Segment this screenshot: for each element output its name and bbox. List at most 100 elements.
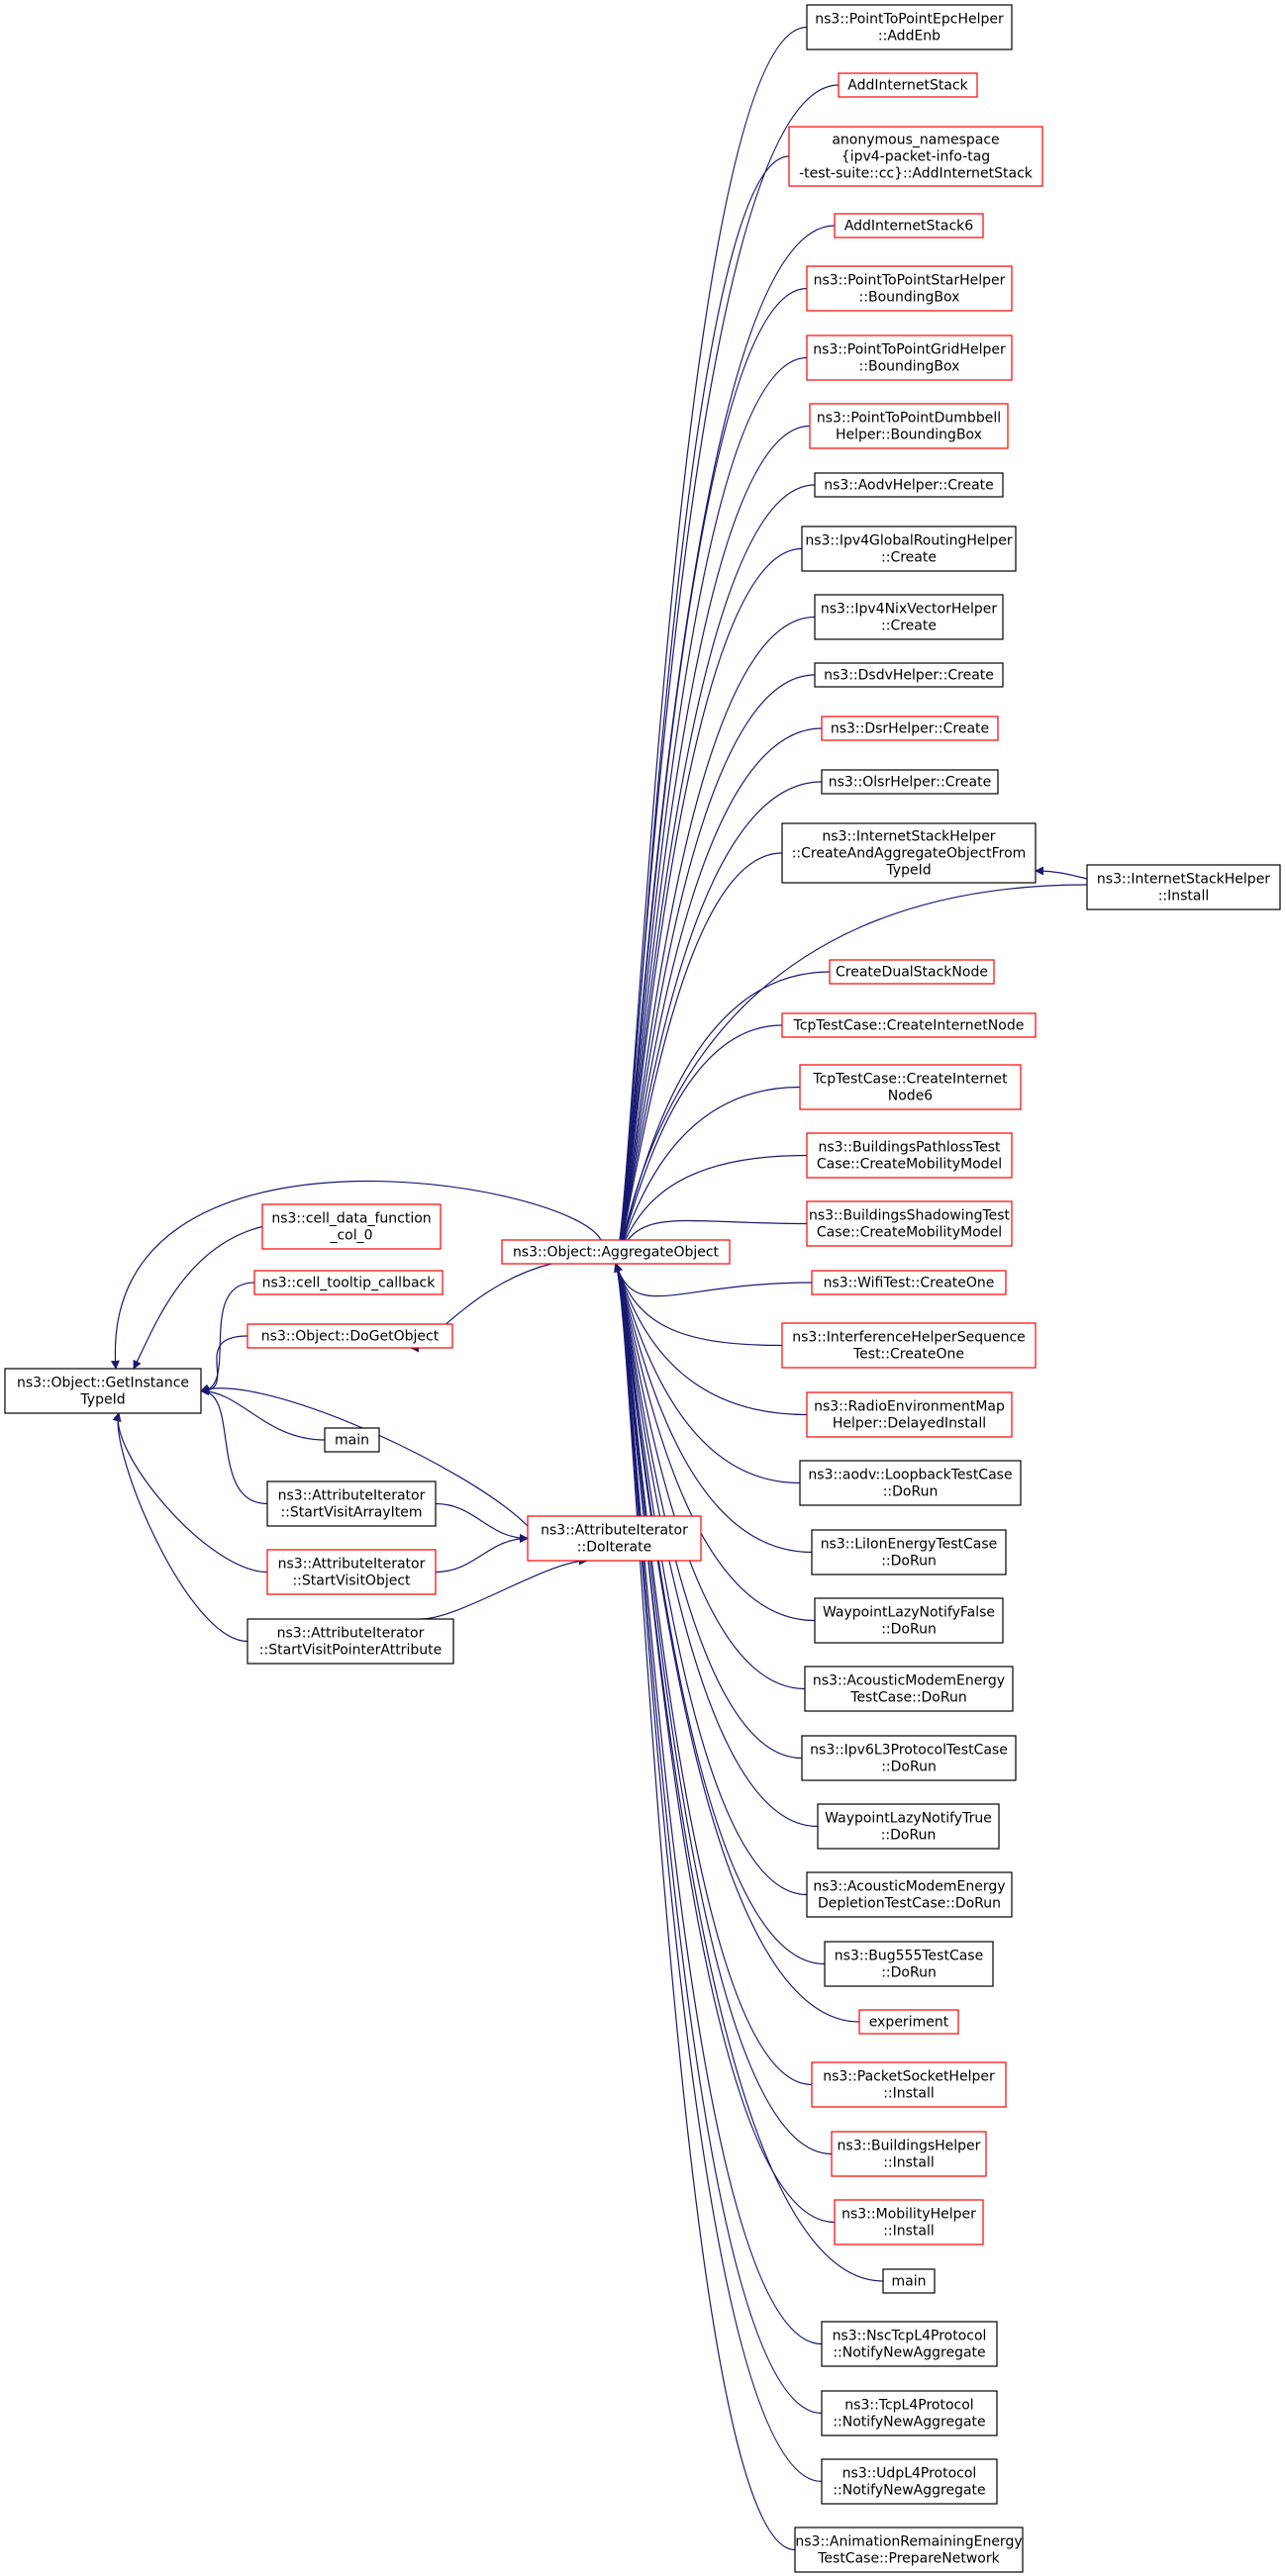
node-dogetobj[interactable]: ns3::Object::DoGetObject xyxy=(247,1323,453,1349)
node-bug555[interactable]: ns3::Bug555TestCase::DoRun xyxy=(824,1941,994,1987)
node-box xyxy=(821,769,999,795)
node-box xyxy=(809,403,1009,449)
node-animprep[interactable]: ns3::AnimationRemainingEnergyTestCase::P… xyxy=(794,2527,1024,2573)
node-acdepl[interactable]: ns3::AcousticModemEnergyDepletionTestCas… xyxy=(806,1871,1013,1918)
node-label-line: CreateDualStackNode xyxy=(836,965,988,981)
node-label-line: ns3::PacketSocketHelper xyxy=(823,2069,995,2085)
node-label-line: TcpTestCase::CreateInternet xyxy=(812,1072,1008,1088)
edge-startptr-to-doiterate xyxy=(420,1556,588,1620)
node-label-line: ns3::Object::DoGetObject xyxy=(261,1329,440,1345)
node-dsdv[interactable]: ns3::DsdvHelper::Create xyxy=(814,662,1004,688)
node-wpltrue[interactable]: WaypointLazyNotifyTrue::DoRun xyxy=(817,1803,1000,1850)
node-udpl4[interactable]: ns3::UdpL4Protocol::NotifyNewAggregate xyxy=(821,2458,998,2505)
node-label-line: ns3::InterferenceHelperSequence xyxy=(792,1330,1026,1346)
node-liion[interactable]: ns3::LiIonEnergyTestCase::DoRun xyxy=(811,1529,1007,1575)
node-label-line: ns3::AcousticModemEnergy xyxy=(813,1879,1005,1895)
node-label-line: ns3::DsdvHelper::Create xyxy=(824,668,994,684)
edge-radioenv-to-aggregate xyxy=(614,1263,808,1416)
node-tcpl4[interactable]: ns3::TcpL4Protocol::NotifyNewAggregate xyxy=(821,2390,998,2436)
node-ishinstall[interactable]: ns3::InternetStackHelper::Install xyxy=(1086,864,1281,910)
node-startptr[interactable]: ns3::AttributeIterator::StartVisitPointe… xyxy=(247,1618,454,1665)
edge-celldata-to-getinst xyxy=(133,1225,263,1370)
node-doiterate[interactable]: ns3::AttributeIterator::DoIterate xyxy=(527,1515,702,1562)
node-ipv4global[interactable]: ns3::Ipv4GlobalRoutingHelper::Create xyxy=(801,525,1017,572)
node-mainright[interactable]: main xyxy=(882,2268,936,2294)
node-label-line: ::NotifyNewAggregate xyxy=(833,2345,985,2361)
node-label-line: ns3::AttributeIterator xyxy=(278,1488,426,1504)
edge-startarray-to-getinst xyxy=(200,1386,268,1505)
node-starbb[interactable]: ns3::PointToPointStarHelper::BoundingBox xyxy=(806,265,1013,312)
node-mainleft[interactable]: main xyxy=(324,1427,380,1453)
node-wplfalse[interactable]: WaypointLazyNotifyFalse::DoRun xyxy=(814,1597,1004,1644)
node-addenb[interactable]: ns3::PointToPointEpcHelper::AddEnb xyxy=(806,4,1013,50)
node-label-line: ns3::Object::GetInstance xyxy=(17,1376,189,1391)
node-label-line: ns3::cell_data_function xyxy=(271,1211,431,1227)
node-label-line: ::BoundingBox xyxy=(859,359,960,375)
edge-acoustic-to-aggregate xyxy=(614,1263,806,1690)
node-label-line: ::Install xyxy=(883,2224,935,2240)
node-addstack[interactable]: AddInternetStack xyxy=(838,72,978,98)
node-box xyxy=(811,2061,1007,2108)
edge-tcpnode6-to-aggregate xyxy=(614,1086,801,1265)
node-tcpnode[interactable]: TcpTestCase::CreateInternetNode xyxy=(781,1012,1037,1038)
edge-animprep-to-aggregate xyxy=(614,1263,796,2551)
node-aodvcreate[interactable]: ns3::AodvHelper::Create xyxy=(814,472,1004,498)
node-pktsock[interactable]: ns3::PacketSocketHelper::Install xyxy=(811,2061,1007,2108)
edge-pktsock-to-aggregate xyxy=(614,1263,813,2086)
node-label-line: TestCase::DoRun xyxy=(849,1690,966,1706)
node-label-line: ns3::BuildingsPathlossTest xyxy=(819,1140,1001,1156)
edge-wpltrue-to-aggregate xyxy=(614,1263,819,1828)
node-aodvloop[interactable]: ns3::aodv::LoopbackTestCase::DoRun xyxy=(799,1460,1022,1506)
node-bshadow[interactable]: ns3::BuildingsShadowingTestCase::CreateM… xyxy=(806,1200,1013,1247)
node-ipv6l3[interactable]: ns3::Ipv6L3ProtocolTestCase::DoRun xyxy=(801,1735,1017,1781)
node-label-line: _col_0 xyxy=(329,1228,372,1244)
node-label-line: ::AddEnb xyxy=(878,29,940,45)
edge-aggregate-to-getinst xyxy=(110,1180,602,1370)
node-gridbb[interactable]: ns3::PointToPointGridHelper::BoundingBox xyxy=(806,334,1013,381)
node-addstack6[interactable]: AddInternetStack6 xyxy=(834,213,984,239)
node-celldata[interactable]: ns3::cell_data_function_col_0 xyxy=(261,1203,442,1250)
node-label-line: ns3::AodvHelper::Create xyxy=(824,478,994,494)
node-startobj[interactable]: ns3::AttributeIterator::StartVisitObject xyxy=(266,1549,437,1595)
node-olsr[interactable]: ns3::OlsrHelper::Create xyxy=(821,769,999,795)
node-dualstack[interactable]: CreateDualStackNode xyxy=(829,959,995,985)
node-label-line: ::NotifyNewAggregate xyxy=(833,2415,985,2431)
node-label-line: WaypointLazyNotifyTrue xyxy=(825,1811,992,1827)
edge-mainleft-to-getinst xyxy=(200,1386,326,1441)
node-box xyxy=(829,959,995,985)
edges-layer xyxy=(110,26,1088,2551)
node-celltip[interactable]: ns3::cell_tooltip_callback xyxy=(253,1270,444,1295)
node-wifitest[interactable]: ns3::WifiTest::CreateOne xyxy=(811,1270,1007,1295)
edge-startptr-to-getinst xyxy=(112,1412,248,1643)
node-label-line: Node6 xyxy=(888,1089,934,1104)
node-label-line: TypeId xyxy=(79,1392,125,1408)
node-label-line: ns3::PointToPointDumbbell xyxy=(817,411,1001,427)
node-label-line: ns3::PointToPointEpcHelper xyxy=(815,12,1004,28)
node-nsctcp[interactable]: ns3::NscTcpL4Protocol::NotifyNewAggregat… xyxy=(821,2321,998,2367)
node-createagg[interactable]: ns3::InternetStackHelper::CreateAndAggre… xyxy=(781,822,1037,884)
node-label-line: ns3::PointToPointGridHelper xyxy=(813,342,1006,358)
node-label-line: ns3::RadioEnvironmentMap xyxy=(814,1399,1005,1415)
node-interf[interactable]: ns3::InterferenceHelperSequenceTest::Cre… xyxy=(781,1322,1037,1369)
node-box xyxy=(814,594,1004,640)
node-bpathloss[interactable]: ns3::BuildingsPathlossTestCase::CreateMo… xyxy=(806,1132,1013,1179)
node-experiment[interactable]: experiment xyxy=(858,2009,959,2035)
node-radioenv[interactable]: ns3::RadioEnvironmentMapHelper::DelayedI… xyxy=(806,1391,1013,1438)
node-anonstack[interactable]: anonymous_namespace{ipv4-packet-info-tag… xyxy=(788,126,1043,187)
node-box xyxy=(261,1203,442,1250)
node-dsr[interactable]: ns3::DsrHelper::Create xyxy=(821,716,999,741)
node-aggregate[interactable]: ns3::Object::AggregateObject xyxy=(501,1239,731,1265)
node-bldinst[interactable]: ns3::BuildingsHelper::Install xyxy=(831,2131,987,2177)
node-startarray[interactable]: ns3::AttributeIterator::StartVisitArrayI… xyxy=(266,1480,437,1527)
node-box xyxy=(814,662,1004,688)
node-label-line: ns3::Object::AggregateObject xyxy=(513,1245,720,1261)
node-label-line: ns3::UdpL4Protocol xyxy=(842,2466,977,2482)
node-ipv4nix[interactable]: ns3::Ipv4NixVectorHelper::Create xyxy=(814,594,1004,640)
node-dumbbb[interactable]: ns3::PointToPointDumbbellHelper::Boundin… xyxy=(809,403,1009,449)
node-box xyxy=(794,2527,1024,2573)
node-mobinst[interactable]: ns3::MobilityHelper::Install xyxy=(834,2199,984,2245)
node-box xyxy=(821,2458,998,2505)
